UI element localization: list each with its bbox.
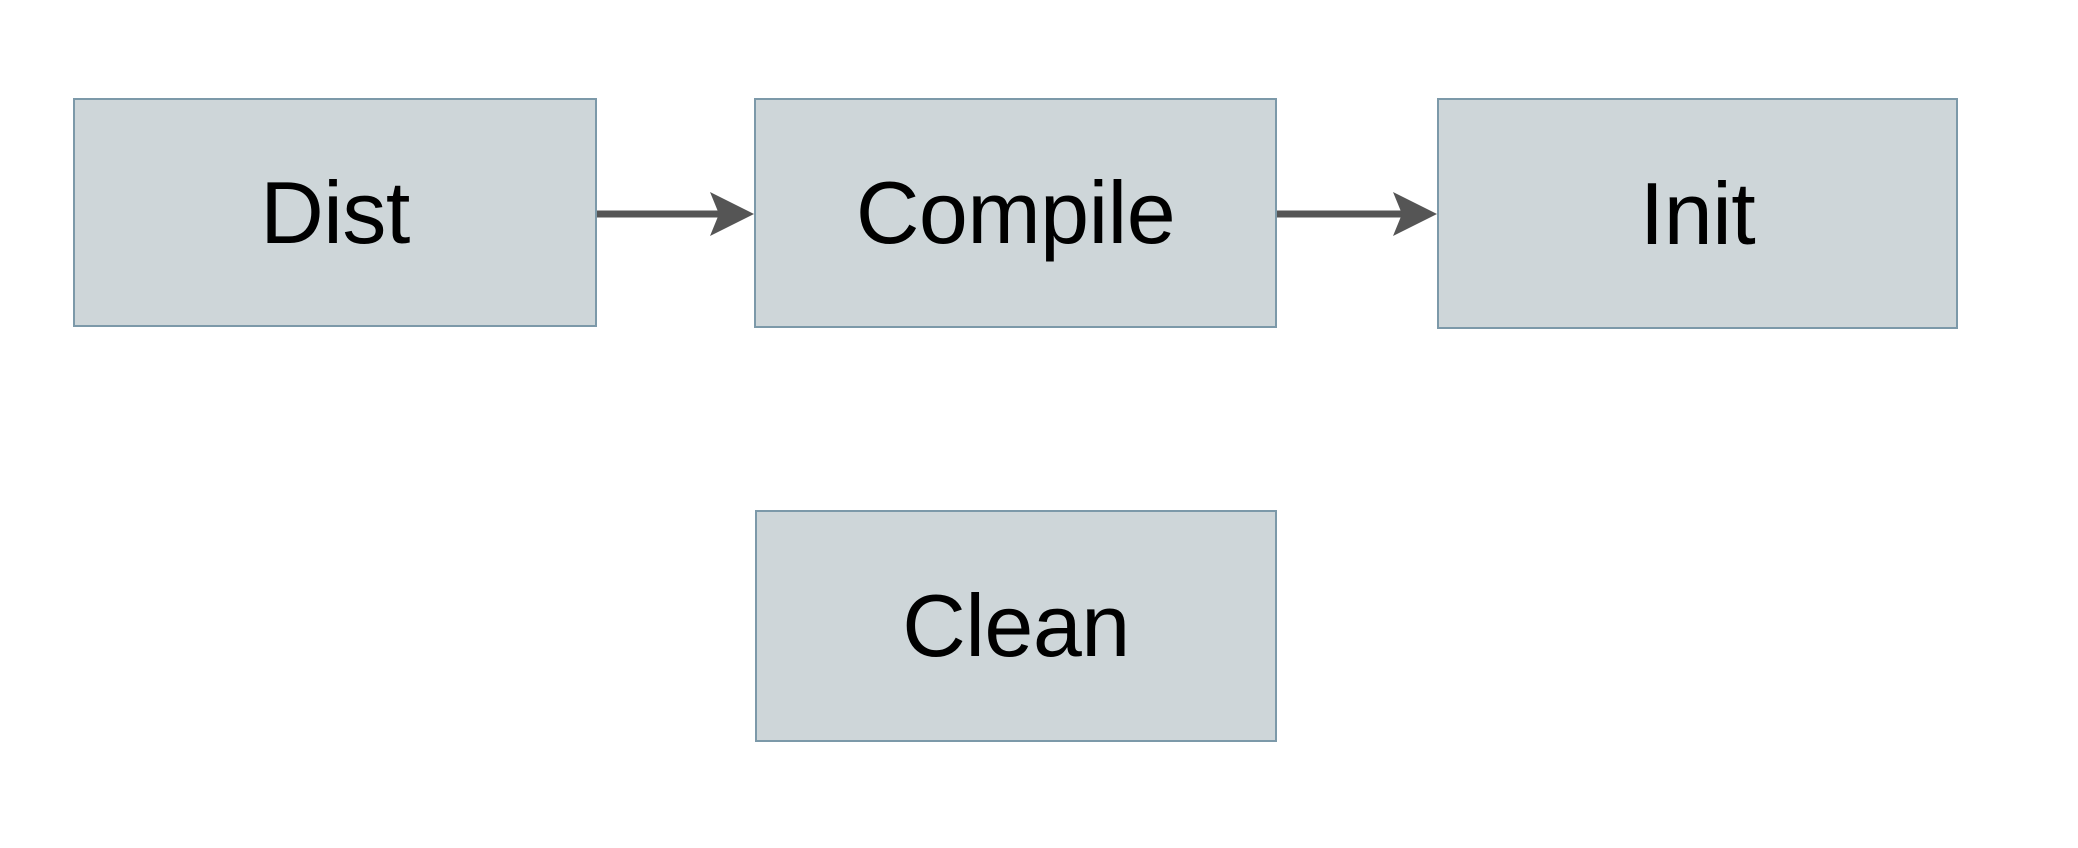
node-label-init: Init	[1639, 163, 1756, 263]
node-label-compile: Compile	[855, 163, 1176, 262]
arrowhead-icon	[710, 192, 754, 236]
node-init[interactable]: Init	[1437, 98, 1958, 329]
node-label-dist: Dist	[260, 162, 410, 262]
arrow-dist-to-compile	[597, 192, 754, 236]
node-label-clean: Clean	[902, 576, 1130, 675]
node-compile[interactable]: Compile	[754, 98, 1277, 328]
node-dist[interactable]: Dist	[73, 98, 597, 327]
node-clean[interactable]: Clean	[755, 510, 1277, 742]
arrow-compile-to-init	[1277, 192, 1437, 236]
arrowhead-icon	[1393, 192, 1437, 236]
